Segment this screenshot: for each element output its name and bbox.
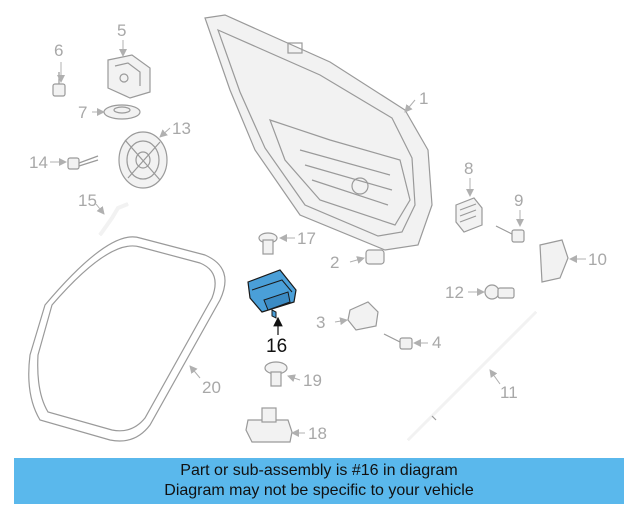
- label-9: 9: [514, 191, 523, 210]
- bolt-part-6: [52, 72, 66, 97]
- label-1: 1: [419, 89, 428, 108]
- cover-part-10: [539, 239, 569, 283]
- bolt-part-9: [495, 225, 525, 243]
- holder-part-18: [245, 407, 293, 443]
- fastener-part-19: [264, 361, 288, 387]
- latch-part-16: [247, 269, 297, 319]
- label-7: 7: [78, 103, 87, 122]
- stop-part-3: [347, 301, 379, 331]
- banner-line-disclaimer: Diagram may not be specific to your vehi…: [164, 482, 474, 499]
- label-5: 5: [117, 21, 126, 40]
- bolt-part-14: [67, 155, 99, 170]
- leader-lines: [50, 40, 586, 437]
- label-8: 8: [464, 159, 473, 178]
- bolt-part-4: [383, 333, 413, 350]
- ballstud-part-12: [484, 284, 515, 300]
- label-12: 12: [445, 283, 464, 302]
- banner-line-part-number: Part or sub-assembly is #16 in diagram: [180, 462, 458, 479]
- strut-part-11: [406, 310, 538, 442]
- label-11: 11: [500, 383, 518, 402]
- label-14: 14: [29, 153, 48, 172]
- label-2: 2: [330, 253, 339, 272]
- bumper-part-2: [365, 249, 385, 265]
- clip-part-17: [258, 232, 278, 255]
- liftgate-part-1: [204, 14, 433, 251]
- hose-part-15: [98, 202, 129, 237]
- seal-part-20: [28, 236, 226, 442]
- label-17: 17: [297, 229, 316, 248]
- bracket-part-5: [107, 54, 151, 99]
- info-banner: Part or sub-assembly is #16 in diagram D…: [14, 458, 624, 504]
- label-10: 10: [588, 250, 607, 269]
- striker-part-8: [455, 197, 483, 233]
- label-4: 4: [432, 333, 441, 352]
- label-13: 13: [172, 119, 191, 138]
- label-19: 19: [303, 371, 322, 390]
- grommet-part-7: [103, 104, 141, 120]
- label-20: 20: [202, 378, 221, 397]
- label-18: 18: [308, 424, 327, 443]
- label-16-highlighted: 16: [266, 336, 287, 357]
- motor-part-13: [118, 131, 168, 189]
- label-6: 6: [54, 41, 63, 60]
- label-15: 15: [78, 191, 97, 210]
- label-3: 3: [316, 313, 325, 332]
